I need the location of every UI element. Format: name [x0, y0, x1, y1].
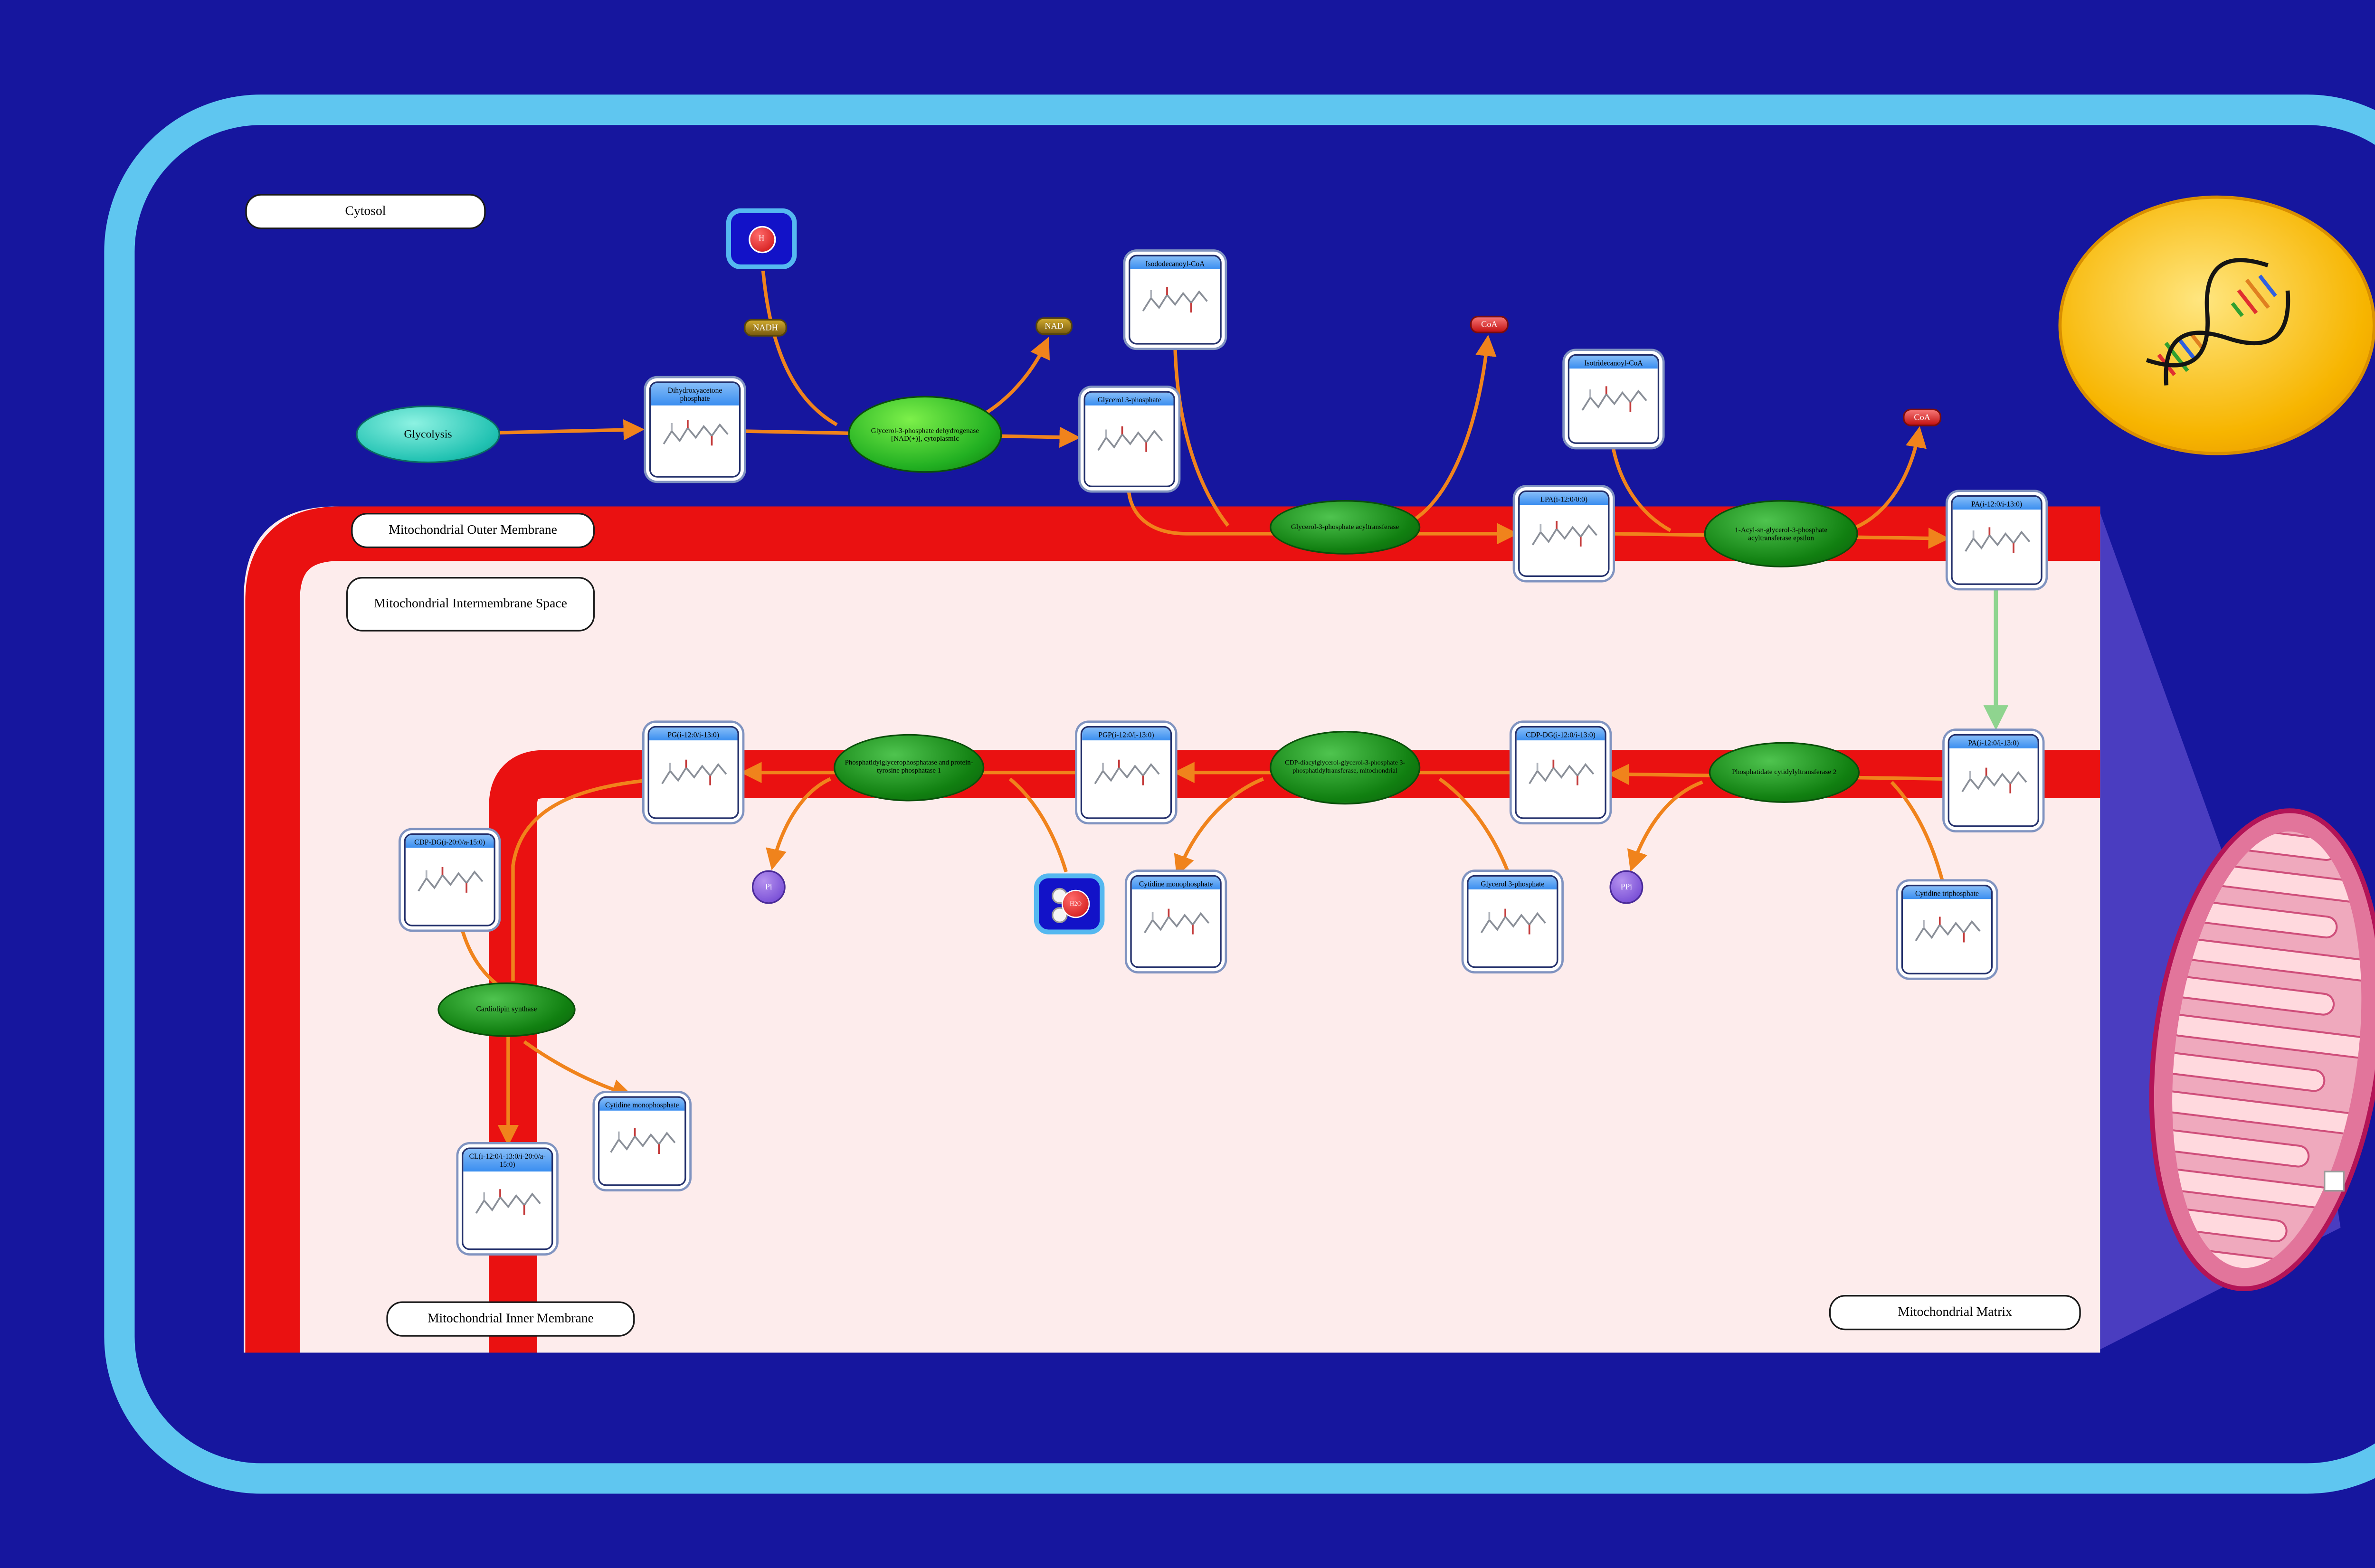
metabolite-dhap[interactable]: Dihydroxyacetone phosphate	[649, 381, 741, 478]
metabolite-label: CDP-DG(i-20:0/a-15:0)	[405, 835, 494, 849]
cofactor-pi[interactable]: Pi	[751, 870, 786, 904]
region-label-cytosol: Cytosol	[245, 194, 486, 229]
chemical-structure	[1961, 523, 2032, 570]
h-symbol: H	[749, 227, 774, 251]
metabolite-label: CL(i-12:0/i-13:0/i-20:0/a-15:0)	[463, 1149, 551, 1171]
metabolite-isotridecanoyl-coa[interactable]: Isotridecanoyl-CoA	[1568, 354, 1660, 444]
region-label-intermembrane-space: Mitochondrial Intermembrane Space	[346, 577, 595, 632]
cofactor-nadh[interactable]: NADH	[744, 319, 788, 337]
chemical-structure	[607, 1124, 677, 1171]
chemical-structure	[1578, 382, 1649, 429]
metabolite-label: Glycerol 3-phosphate	[1085, 392, 1174, 406]
metabolite-label: Isotridecanoyl-CoA	[1569, 356, 1658, 369]
region-label-inner-membrane: Mitochondrial Inner Membrane	[386, 1301, 635, 1337]
metabolite-label: Glycerol 3-phosphate	[1468, 877, 1557, 890]
metabolite-cdp-dg[interactable]: CDP-DG(i-12:0/i-13:0)	[1515, 726, 1606, 819]
metabolite-cl[interactable]: CL(i-12:0/i-13:0/i-20:0/a-15:0)	[462, 1147, 553, 1250]
chemical-structure	[1477, 905, 1548, 952]
metabolite-lpa[interactable]: LPA(i-12:0/0:0)	[1518, 490, 1610, 577]
cofactor-ppi[interactable]: PPi	[1609, 870, 1644, 904]
chemical-structure	[1094, 423, 1165, 469]
metabolite-label: Cytidine monophosphate	[599, 1097, 685, 1111]
enzyme-cds2[interactable]: Phosphatidate cytidylyltransferase 2	[1709, 742, 1860, 803]
metabolite-label: LPA(i-12:0/0:0)	[1520, 492, 1608, 506]
cofactor-coa-1[interactable]: CoA	[1470, 315, 1509, 333]
metabolite-label: Dihydroxyacetone phosphate	[651, 383, 739, 405]
outer-membrane-band	[245, 506, 2100, 1353]
chemical-structure	[1140, 283, 1211, 330]
metabolite-label: Isododecanoyl-CoA	[1130, 256, 1220, 270]
chemical-structure	[658, 756, 729, 803]
cofactor-coa-2[interactable]: CoA	[1903, 408, 1942, 426]
h2o-symbol: H2O	[1063, 891, 1089, 917]
metabolite-g3p-matrix[interactable]: Glycerol 3-phosphate	[1467, 875, 1558, 968]
chemical-structure	[1140, 905, 1211, 952]
chemical-structure	[1912, 913, 1983, 960]
nucleus-illustration	[2058, 195, 2375, 455]
cofactor-nad[interactable]: NAD	[1036, 317, 1073, 335]
chemical-structure	[1525, 756, 1596, 803]
dna-icon	[2146, 258, 2290, 386]
metabolite-label: Cytidine triphosphate	[1903, 886, 1991, 900]
chemical-structure	[414, 863, 485, 910]
metabolite-label: PGP(i-12:0/i-13:0)	[1082, 727, 1170, 741]
metabolite-isododecanoyl-coa[interactable]: Isododecanoyl-CoA	[1129, 255, 1222, 345]
enzyme-agpat5[interactable]: 1-Acyl-sn-glycerol-3-phosphate acyltrans…	[1704, 500, 1858, 567]
metabolite-label: PA(i-12:0/i-13:0)	[1949, 736, 2038, 749]
metabolite-pg[interactable]: PG(i-12:0/i-13:0)	[647, 726, 739, 819]
chemical-structure	[1091, 756, 1162, 803]
metabolite-label: PG(i-12:0/i-13:0)	[649, 727, 738, 741]
cell-boundary	[104, 94, 2375, 1494]
metabolite-pa-matrix[interactable]: PA(i-12:0/i-13:0)	[1948, 734, 2039, 827]
region-label-outer-membrane: Mitochondrial Outer Membrane	[351, 513, 595, 548]
reaction-arrows	[460, 271, 1950, 1146]
mitochondrion-illustration	[2149, 808, 2375, 1291]
enzyme-crls1[interactable]: Cardiolipin synthase	[437, 982, 576, 1037]
chemical-structure	[1958, 764, 2029, 811]
metabolite-pa-outer[interactable]: PA(i-12:0/i-13:0)	[1951, 495, 2042, 585]
metabolite-cmp-2[interactable]: Cytidine monophosphate	[598, 1096, 686, 1186]
zoom-source-marker	[2324, 1171, 2345, 1192]
enzyme-gpat[interactable]: Glycerol-3-phosphate acyltransferase	[1270, 500, 1421, 555]
metabolite-label: PA(i-12:0/i-13:0)	[1952, 497, 2041, 510]
chemical-structure	[472, 1186, 543, 1233]
metabolite-cmp-1[interactable]: Cytidine monophosphate	[1130, 875, 1222, 968]
chemical-structure	[1529, 517, 1599, 564]
pathway-node-glycolysis[interactable]: Glycolysis	[356, 405, 500, 463]
inner-membrane-band	[489, 750, 2100, 1353]
metabolite-h2o[interactable]: H2O	[1034, 873, 1105, 935]
enzyme-ptpmt1[interactable]: Phosphatidylglycerophosphatase and prote…	[834, 734, 985, 802]
chemical-structure	[660, 417, 731, 463]
water-molecule-icon: H2O	[1048, 886, 1090, 923]
enzyme-gpd1[interactable]: Glycerol-3-phosphate dehydrogenase [NAD(…	[848, 396, 1002, 473]
metabolite-label: CDP-DG(i-12:0/i-13:0)	[1516, 727, 1605, 741]
region-label-matrix: Mitochondrial Matrix	[1829, 1295, 2081, 1331]
metabolite-pgp[interactable]: PGP(i-12:0/i-13:0)	[1080, 726, 1172, 819]
metabolite-cdp-dg-2[interactable]: CDP-DG(i-20:0/a-15:0)	[404, 833, 495, 926]
metabolite-label: Cytidine monophosphate	[1131, 877, 1220, 890]
enzyme-pgs1[interactable]: CDP-diacylglycerol-glycerol-3-phosphate …	[1270, 731, 1421, 805]
metabolite-ctp[interactable]: Cytidine triphosphate	[1901, 885, 1993, 974]
metabolite-h[interactable]: H	[726, 208, 797, 269]
metabolite-g3p-cytosol[interactable]: Glycerol 3-phosphate	[1083, 391, 1175, 487]
